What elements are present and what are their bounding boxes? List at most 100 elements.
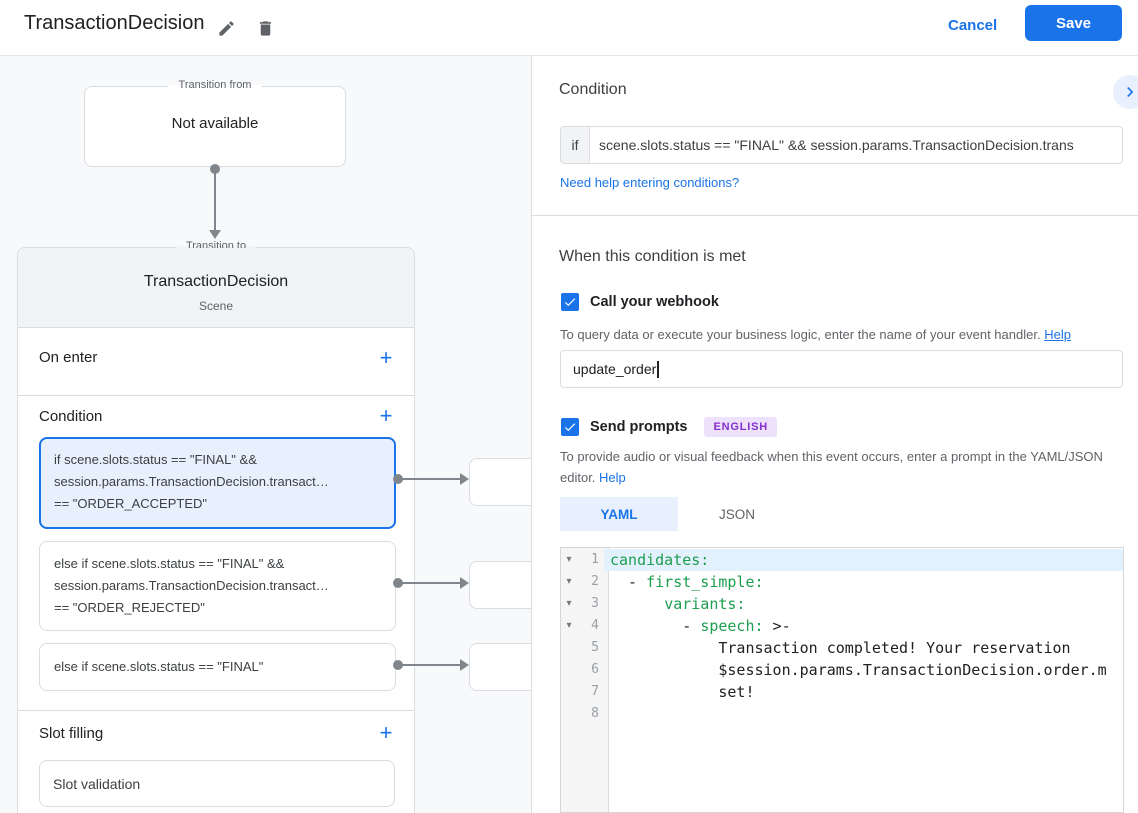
fold-arrow-icon[interactable]: ▾ (566, 554, 572, 565)
code-line[interactable]: - speech: >- (604, 615, 1123, 637)
code-line[interactable]: candidates: (604, 549, 1123, 571)
connector-line (398, 664, 462, 666)
code-line[interactable]: variants: (604, 593, 1123, 615)
code-token: speech: (700, 617, 764, 635)
code-token: >- (763, 617, 791, 635)
code-line[interactable]: Transaction completed! Your reservation (604, 637, 1123, 659)
connector-line (214, 169, 216, 231)
event-handler-input[interactable]: update_order (560, 350, 1123, 388)
transition-from-content: Not available (171, 115, 259, 132)
condition-item-final[interactable]: else if scene.slots.status == "FINAL" (39, 643, 396, 691)
when-condition-title: When this condition is met (559, 248, 746, 265)
check-icon (564, 298, 576, 307)
save-button[interactable]: Save (1025, 5, 1122, 41)
editor-line[interactable]: 8 (561, 703, 1123, 725)
flow-canvas: Transition from Not available Transition… (0, 56, 531, 813)
condition-text-line: session.params.TransactionDecision.trans… (54, 578, 329, 593)
page-title: TransactionDecision (24, 12, 205, 34)
fold-arrow-icon[interactable]: ▾ (566, 598, 572, 609)
editor-line[interactable]: 7 set! (561, 681, 1123, 703)
divider (532, 215, 1138, 216)
language-badge: ENGLISH (704, 417, 777, 437)
condition-item-rejected[interactable]: else if scene.slots.status == "FINAL" &&… (39, 541, 396, 631)
fold-arrow-icon[interactable]: ▾ (566, 620, 572, 631)
send-prompts-label: Send prompts (590, 419, 688, 435)
code-line[interactable] (604, 703, 1123, 725)
arrow-right-icon (460, 577, 469, 589)
line-number: 2 (591, 574, 599, 589)
scene-title: TransactionDecision (143, 273, 289, 290)
line-number: 8 (591, 706, 599, 721)
condition-item-accepted[interactable]: if scene.slots.status == "FINAL" && sess… (39, 437, 396, 529)
condition-text-line: else if scene.slots.status == "FINAL" (54, 659, 264, 674)
editor-line[interactable]: 6 $session.params.TransactionDecision.or… (561, 659, 1123, 681)
collapse-panel-button[interactable] (1113, 75, 1138, 109)
condition-text-line: == "ORDER_ACCEPTED" (54, 496, 207, 511)
code-line[interactable]: - first_simple: (604, 571, 1123, 593)
line-number: 7 (591, 684, 599, 699)
call-webhook-checkbox[interactable] (561, 293, 579, 311)
code-token: variants: (664, 595, 746, 613)
connector-line (398, 478, 462, 480)
webhook-help-link[interactable]: Help (1044, 327, 1071, 342)
delete-icon[interactable] (251, 14, 279, 42)
text-caret (657, 360, 659, 378)
editor-line[interactable]: 5 Transaction completed! Your reservatio… (561, 637, 1123, 659)
tab-yaml[interactable]: YAML (560, 497, 678, 531)
condition-text-line: session.params.TransactionDecision.trans… (54, 474, 329, 489)
line-number: 3 (591, 596, 599, 611)
conditions-help-link[interactable]: Need help entering conditions? (560, 175, 740, 190)
add-condition-button[interactable]: + (374, 404, 398, 428)
scene-card: Transition to TransactionDecision Scene … (17, 240, 415, 813)
transition-target-box[interactable] (469, 643, 531, 691)
chevron-right-icon (1127, 87, 1134, 97)
fold-arrow-icon[interactable]: ▾ (566, 576, 572, 587)
add-slot-button[interactable]: + (374, 721, 398, 745)
tab-json[interactable]: JSON (678, 497, 796, 531)
transition-from-box: Transition from Not available (84, 79, 346, 167)
scene-subtitle: Scene (198, 299, 234, 313)
code-token: - (610, 617, 701, 635)
prompts-help-link[interactable]: Help (599, 470, 626, 485)
divider (18, 395, 414, 396)
edit-icon[interactable] (212, 14, 240, 42)
code-line[interactable]: set! (604, 681, 1123, 703)
prompts-description: To provide audio or visual feedback when… (560, 449, 1103, 485)
condition-expression-field[interactable]: if scene.slots.status == "FINAL" && sess… (560, 126, 1123, 164)
code-token: - (610, 573, 647, 591)
editor-line[interactable]: ▾ 4 - speech: >- (561, 615, 1123, 637)
editor-gutter (561, 548, 609, 812)
connector-line (398, 582, 462, 584)
fold-spacer (561, 659, 577, 681)
if-prefix: if (561, 127, 590, 163)
slot-filling-label: Slot filling (39, 725, 104, 742)
check-icon (564, 423, 576, 432)
add-on-enter-button[interactable]: + (374, 346, 398, 370)
header-bar: TransactionDecision Cancel Save (0, 0, 1138, 56)
condition-text-line: else if scene.slots.status == "FINAL" && (54, 556, 285, 571)
transition-target-box[interactable] (469, 458, 531, 506)
line-number: 6 (591, 662, 599, 677)
condition-section-label: Condition (39, 408, 103, 425)
fold-spacer (561, 703, 577, 725)
arrow-down-icon (209, 230, 221, 239)
code-line[interactable]: $session.params.TransactionDecision.orde… (604, 659, 1123, 681)
fold-spacer (561, 637, 577, 659)
slot-validation-item[interactable]: Slot validation (39, 760, 395, 807)
condition-expression-value[interactable]: scene.slots.status == "FINAL" && session… (599, 137, 1074, 153)
condition-panel-title: Condition (559, 81, 627, 98)
editor-line[interactable]: ▾ 3 variants: (561, 593, 1123, 615)
line-number: 5 (591, 640, 599, 655)
line-number: 4 (591, 618, 599, 633)
condition-text-line: == "ORDER_REJECTED" (54, 600, 205, 615)
transition-from-label: Transition from (168, 79, 262, 91)
transition-target-box[interactable] (469, 561, 531, 609)
editor-line[interactable]: ▾ 2 - first_simple: (561, 571, 1123, 593)
event-handler-value: update_order (573, 361, 657, 377)
fold-spacer (561, 681, 577, 703)
send-prompts-checkbox[interactable] (561, 418, 579, 436)
code-token: set! (610, 683, 755, 701)
cancel-button[interactable]: Cancel (936, 10, 1009, 41)
